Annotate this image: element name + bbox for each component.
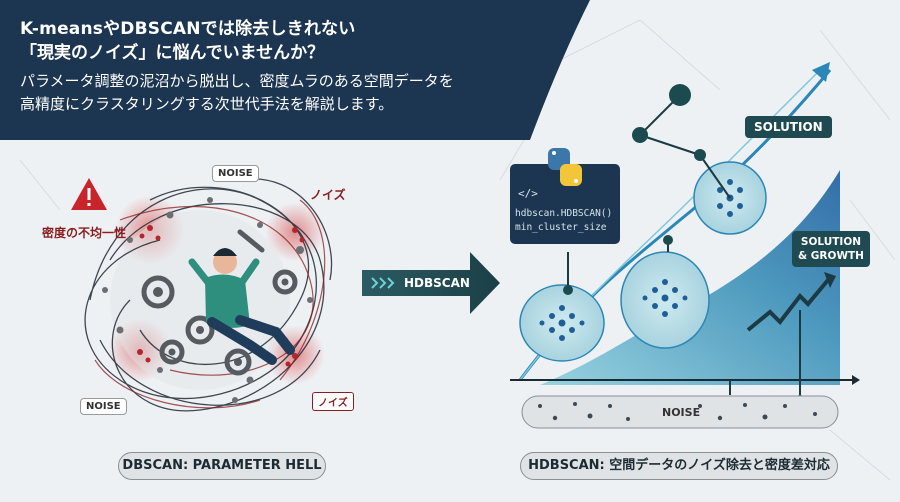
wrench-icon: [237, 229, 265, 253]
noise-jp-tag-top: ノイズ: [310, 188, 346, 202]
code-line-2: min_cluster_size: [515, 222, 607, 233]
chaos-illustration: [71, 178, 333, 412]
headline-line-2: 「現実のノイズ」に悩んでいませんか？: [20, 43, 325, 63]
solution-growth-tag: SOLUTION & GROWTH: [792, 231, 870, 267]
background-network: [19, 19, 896, 481]
solution-growth-line-1: SOLUTION: [800, 236, 862, 248]
noise-jp-tag-bottom: ノイズ: [312, 392, 354, 411]
solution-tag: SOLUTION: [745, 116, 832, 138]
density-warning-label: 密度の不均一性: [42, 226, 127, 240]
hdbscan-arrow-label: HDBSCAN: [404, 276, 470, 290]
solution-growth-line-2: & GROWTH: [798, 250, 864, 262]
header-banner: [0, 0, 590, 140]
subtitle-line-2: 高精度にクラスタリングする次世代手法を解説します。: [20, 95, 394, 113]
hdbscan-arrow: [362, 252, 500, 314]
code-line-1: hdbscan.HDBSCAN(): [515, 208, 613, 219]
svg-text:</>: </>: [518, 187, 538, 200]
noise-tag-bottom: NOISE: [80, 398, 127, 415]
gear-icon: [141, 269, 298, 376]
python-logo: [548, 148, 582, 186]
dbscan-caption: DBSCAN: PARAMETER HELL: [118, 452, 326, 480]
warning-icon: [71, 178, 107, 210]
noise-tag-top: NOISE: [212, 165, 259, 182]
hdbscan-caption: HDBSCAN: 空間データのノイズ除去と密度差対応: [520, 452, 838, 480]
solution-chart: </>: [510, 62, 860, 429]
stressed-person-figure: [188, 248, 295, 365]
noise-bar-label: NOISE: [662, 406, 701, 419]
headline-line-1: K-meansやDBSCANでは除去しきれない: [20, 19, 356, 39]
subtitle-line-1: パラメータ調整の泥沼から脱出し、密度ムラのある空間データを: [20, 72, 454, 90]
